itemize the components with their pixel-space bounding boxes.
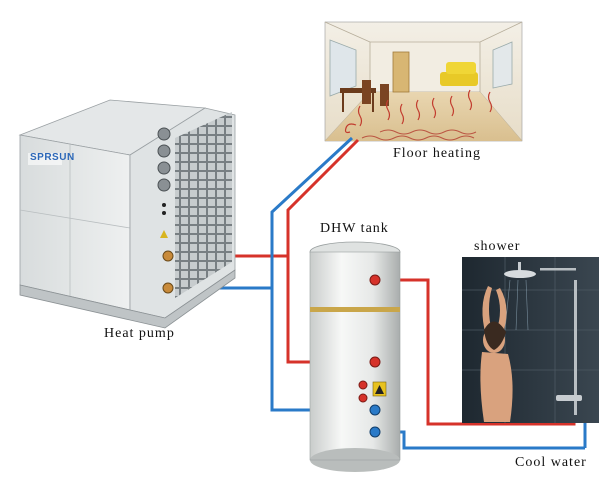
cool-water-label: Cool water (515, 455, 587, 470)
floor-heating-room-illustration (324, 21, 523, 142)
shower-illustration (462, 257, 599, 423)
floor-heating-label: Floor heating (393, 146, 482, 161)
dhw-tank-label: DHW tank (320, 221, 389, 236)
dhw-tank (309, 241, 401, 472)
heat-pump-label: Heat pump (104, 326, 175, 341)
shower-label: shower (474, 239, 521, 254)
heat-pump-brand-logo: SPRSUN (30, 152, 75, 163)
heat-pump-unit (18, 99, 236, 329)
